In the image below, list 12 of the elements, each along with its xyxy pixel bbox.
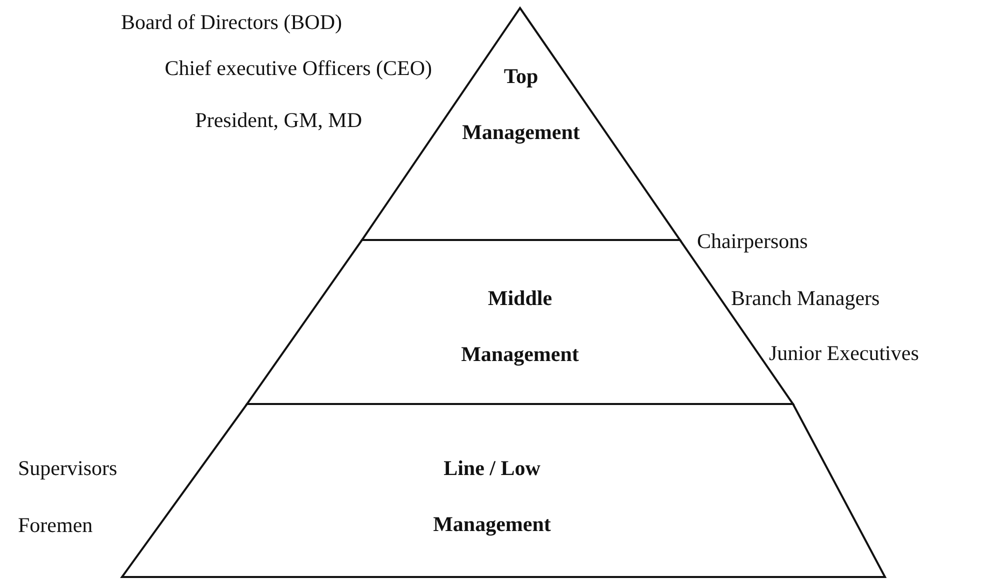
level-role-text: Chief executive Officers (CEO) <box>164 55 432 81</box>
level-role-text: Branch Managers <box>731 285 880 311</box>
level-title: Top Management <box>461 63 581 146</box>
level-role-text: President, GM, MD <box>195 107 362 133</box>
level-role-text: Junior Executives <box>769 340 919 366</box>
pyramid-level <box>122 404 885 577</box>
level-role-text: Chairpersons <box>697 228 808 254</box>
level-title: Line / Low Management <box>432 455 552 538</box>
level-title: Middle Management <box>460 285 580 368</box>
level-role-text: Foremen <box>18 512 93 538</box>
level-role-text: Supervisors <box>18 455 118 481</box>
level-role-text: Board of Directors (BOD) <box>120 9 342 35</box>
